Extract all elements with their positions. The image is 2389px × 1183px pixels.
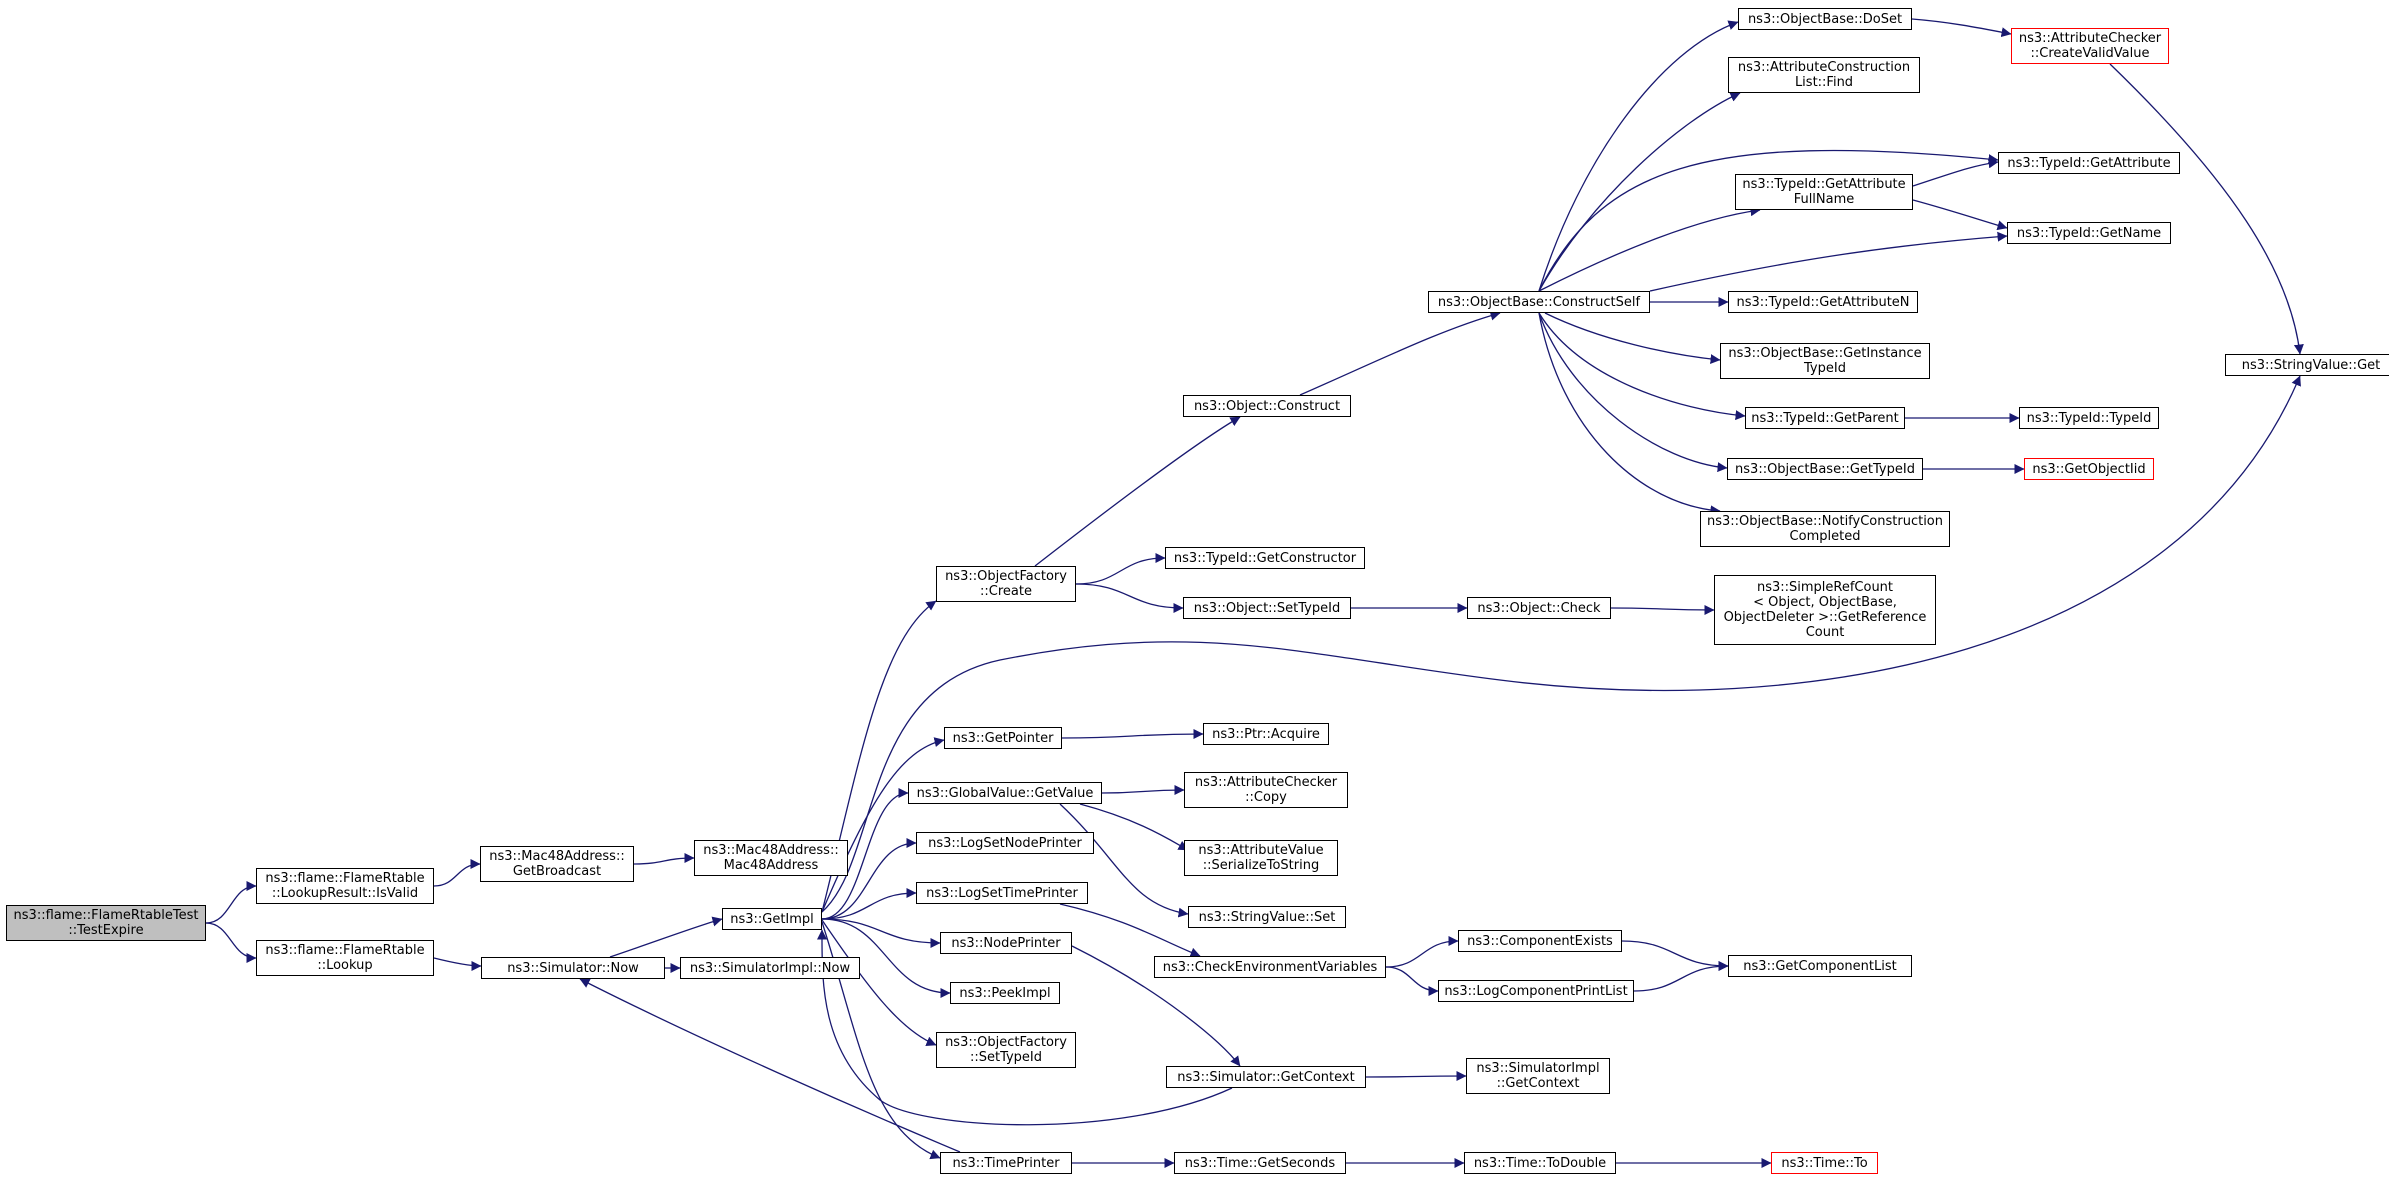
edge-getimpl-to-logsettime [821, 888, 917, 920]
node-simgetcontext[interactable]: ns3::Simulator::GetContext [1166, 1066, 1366, 1088]
node-accopy[interactable]: ns3::AttributeChecker ::Copy [1184, 772, 1348, 808]
edge-gvgetvalue-to-avserialize [1079, 803, 1189, 851]
node-simnow[interactable]: ns3::Simulator::Now [481, 957, 665, 979]
edge-getimpl-to-svget [821, 375, 2301, 913]
edge-getimpl-to-gvgetvalue [821, 788, 909, 920]
edge-gvgetvalue-to-svset [1059, 803, 1189, 918]
node-getinstancetypeid[interactable]: ns3::ObjectBase::GetInstance TypeId [1720, 343, 1930, 379]
edge-layer [205, 18, 2304, 1168]
node-nodeprinter[interactable]: ns3::NodePrinter [940, 932, 1072, 954]
edge-checkenv-to-logcompprint [1385, 966, 1439, 996]
edge-isvalid-to-getbroadcast [433, 859, 481, 887]
edge-objconstruct-to-constructself [1299, 310, 1501, 396]
node-logsetnode[interactable]: ns3::LogSetNodePrinter [916, 832, 1094, 854]
node-avserialize[interactable]: ns3::AttributeValue ::SerializeToString [1184, 840, 1338, 876]
edge-simgetcontext-to-simimplgetcontext [1365, 1071, 1467, 1082]
edge-gvgetvalue-to-accopy [1101, 785, 1185, 796]
edge-nodeprinter-to-simgetcontext [1071, 945, 1241, 1067]
node-notifyconstruction[interactable]: ns3::ObjectBase::NotifyConstruction Comp… [1700, 511, 1950, 547]
edge-compexists-to-getcomponentlist [1621, 940, 1729, 971]
edge-getimpl-to-nodeprinter [821, 918, 941, 948]
edge-ofcreate-to-getconstructor [1075, 553, 1166, 585]
edge-testexpire-to-lookup [205, 922, 257, 963]
node-getbroadcast[interactable]: ns3::Mac48Address:: GetBroadcast [480, 846, 634, 882]
node-timetodouble[interactable]: ns3::Time::ToDouble [1464, 1152, 1616, 1174]
edge-simnow-to-getimpl [609, 916, 723, 958]
node-getconstructor[interactable]: ns3::TypeId::GetConstructor [1165, 547, 1365, 569]
node-isvalid[interactable]: ns3::flame::FlameRtable ::LookupResult::… [256, 868, 434, 904]
edge-constructself-to-getattrfullname [1538, 206, 1761, 292]
node-logsettime[interactable]: ns3::LogSetTimePrinter [916, 882, 1088, 904]
edge-constructself-to-getparent [1538, 312, 1746, 421]
node-simimplnow[interactable]: ns3::SimulatorImpl::Now [680, 957, 860, 979]
edge-checkenv-to-compexists [1385, 936, 1459, 968]
node-objconstruct[interactable]: ns3::Object::Construct [1183, 395, 1351, 417]
node-getattrfullname[interactable]: ns3::TypeId::GetAttribute FullName [1735, 174, 1913, 210]
edge-doset-to-createvalidvalue [1911, 18, 2012, 38]
node-checkenv[interactable]: ns3::CheckEnvironmentVariables [1154, 956, 1386, 978]
edge-objcheck-to-getreferencecount [1610, 604, 1715, 615]
edge-getattrfullname-to-getattribute [1912, 158, 1999, 187]
node-objcheck[interactable]: ns3::Object::Check [1467, 597, 1611, 619]
edge-constructself-to-getattribute [1538, 149, 1999, 292]
edge-getimpl-to-ofsettypeid [821, 919, 937, 1046]
node-getparent[interactable]: ns3::TypeId::GetParent [1745, 407, 1905, 429]
node-svget[interactable]: ns3::StringValue::Get [2225, 354, 2389, 376]
node-constructself[interactable]: ns3::ObjectBase::ConstructSelf [1428, 291, 1650, 313]
edge-logcompprint-to-getcomponentlist [1633, 961, 1729, 992]
edge-createvalidvalue-to-svget [2109, 63, 2304, 355]
node-objsettypeid[interactable]: ns3::Object::SetTypeId [1183, 597, 1351, 619]
edge-testexpire-to-isvalid [205, 881, 257, 924]
node-getattribute[interactable]: ns3::TypeId::GetAttribute [1998, 152, 2180, 174]
edge-constructself-to-notifyconstruction [1538, 312, 1721, 516]
edge-getimpl-to-logsetnode [821, 838, 917, 920]
node-mac48address[interactable]: ns3::Mac48Address:: Mac48Address [694, 840, 848, 876]
edge-ofcreate-to-objsettypeid [1075, 583, 1184, 613]
node-typeidtypeid[interactable]: ns3::TypeId::TypeId [2019, 407, 2159, 429]
edge-timeprinter-to-simnow [579, 978, 961, 1153]
node-peekimpl[interactable]: ns3::PeekImpl [950, 982, 1060, 1004]
node-testexpire[interactable]: ns3::flame::FlameRtableTest ::TestExpire [6, 905, 206, 941]
node-ptracquire[interactable]: ns3::Ptr::Acquire [1203, 723, 1329, 745]
edge-constructself-to-getinstancetypeid [1544, 312, 1721, 365]
edge-ofcreate-to-objconstruct [1034, 416, 1241, 567]
edge-lookup-to-simnow [433, 957, 482, 971]
node-timeprinter[interactable]: ns3::TimePrinter [940, 1152, 1072, 1174]
node-aclfind[interactable]: ns3::AttributeConstruction List::Find [1728, 57, 1920, 93]
node-getcomponentlist[interactable]: ns3::GetComponentList [1728, 955, 1912, 977]
edge-getbroadcast-to-mac48address [633, 853, 695, 865]
node-getimpl[interactable]: ns3::GetImpl [722, 908, 822, 930]
node-createvalidvalue[interactable]: ns3::AttributeChecker ::CreateValidValue [2011, 28, 2169, 64]
node-timegetseconds[interactable]: ns3::Time::GetSeconds [1174, 1152, 1346, 1174]
node-ofcreate[interactable]: ns3::ObjectFactory ::Create [936, 566, 1076, 602]
edge-simgetcontext-to-getimpl [816, 929, 1233, 1126]
node-timeto[interactable]: ns3::Time::To [1771, 1152, 1878, 1174]
edge-getattrfullname-to-getname [1912, 199, 2008, 231]
node-getobjectiid[interactable]: ns3::GetObjectIid [2024, 458, 2154, 480]
edge-logsettime-to-checkenv [1059, 903, 1201, 958]
node-getpointer[interactable]: ns3::GetPointer [944, 727, 1062, 749]
node-svset[interactable]: ns3::StringValue::Set [1188, 906, 1346, 928]
node-simimplgetcontext[interactable]: ns3::SimulatorImpl ::GetContext [1466, 1058, 1610, 1094]
edge-constructself-to-obgettypeid [1538, 312, 1728, 473]
node-getreferencecount[interactable]: ns3::SimpleRefCount < Object, ObjectBase… [1714, 575, 1936, 645]
node-ofsettypeid[interactable]: ns3::ObjectFactory ::SetTypeId [936, 1032, 1076, 1068]
edge-getpointer-to-ptracquire [1061, 729, 1204, 740]
node-lookup[interactable]: ns3::flame::FlameRtable ::Lookup [256, 940, 434, 976]
edge-constructself-to-doset [1538, 20, 1739, 292]
edge-constructself-to-getname [1649, 231, 2008, 292]
edge-constructself-to-aclfind [1538, 92, 1741, 292]
node-obgettypeid[interactable]: ns3::ObjectBase::GetTypeId [1727, 458, 1923, 480]
node-getattrn[interactable]: ns3::TypeId::GetAttributeN [1728, 291, 1918, 313]
node-gvgetvalue[interactable]: ns3::GlobalValue::GetValue [908, 782, 1102, 804]
node-doset[interactable]: ns3::ObjectBase::DoSet [1738, 8, 1912, 30]
node-logcompprint[interactable]: ns3::LogComponentPrintList [1438, 980, 1634, 1002]
node-getname[interactable]: ns3::TypeId::GetName [2007, 222, 2171, 244]
node-compexists[interactable]: ns3::ComponentExists [1458, 930, 1622, 952]
edge-getimpl-to-peekimpl [821, 918, 951, 998]
